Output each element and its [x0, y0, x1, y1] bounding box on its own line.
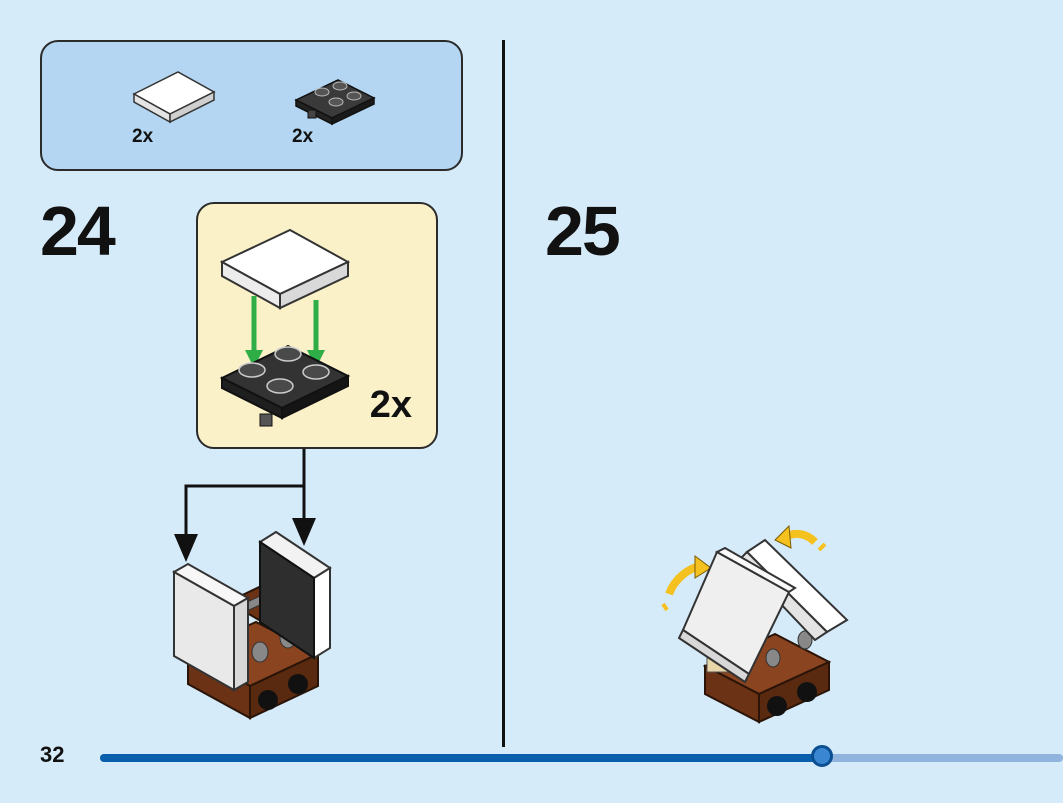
sub-assembly-callout: 2x [196, 202, 438, 449]
part-quantity: 2x [292, 126, 314, 147]
step-25-model [661, 524, 849, 724]
part-quantity: 2x [132, 126, 154, 147]
black-plate-icon [294, 79, 376, 126]
step-divider [502, 40, 505, 747]
callout-quantity: 2x [369, 384, 412, 426]
step-number-25: 25 [545, 192, 621, 270]
progress-fill [100, 754, 823, 762]
sub-assembly-illustration [219, 228, 351, 427]
step-24-model [171, 530, 332, 720]
parts-list-box: 2x 2x [40, 40, 463, 171]
white-tile-icon [132, 71, 216, 124]
page-number: 32 [40, 742, 65, 767]
progress-knob-icon [811, 745, 834, 767]
progress-bar [100, 745, 1063, 767]
step-number-24: 24 [40, 192, 116, 270]
